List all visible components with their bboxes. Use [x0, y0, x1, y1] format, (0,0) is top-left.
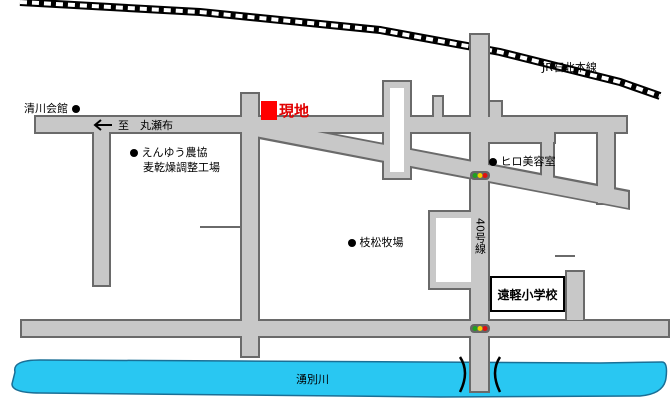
traffic-signal-icon — [470, 171, 490, 180]
landmark-dot-icon — [71, 105, 80, 113]
site-label: 現地 — [279, 102, 310, 120]
river-label: 湧別川 — [296, 373, 329, 386]
school-label: 遠軽小学校 — [490, 276, 565, 312]
landmark-label: 枝松牧場 — [359, 236, 404, 249]
landmark-enyu-farm: えんゆう農協 — [130, 147, 208, 158]
river-yubetsu — [11, 359, 668, 398]
site-marker — [261, 101, 277, 120]
route-label: 40号線 — [473, 218, 487, 254]
landmark-dot-icon — [489, 158, 497, 166]
arrow-left-icon — [93, 119, 112, 131]
landmark-dot-icon — [348, 239, 356, 247]
landmark-edamatsu-ranch: 枝松牧場 — [348, 237, 404, 248]
traffic-signal-icon — [470, 324, 490, 333]
landmark-dot-icon — [130, 149, 138, 157]
railway-jr-sekihoku-line — [19, 0, 662, 100]
roads-outline — [20, 33, 670, 393]
landmark-seisen-hall: 清川会館 — [24, 103, 80, 114]
landmark-label: えんゆう農協 — [141, 146, 208, 159]
landmark-label: ヒロ美容室 — [500, 155, 556, 168]
railway-label: JR石北本線 — [542, 61, 597, 74]
side-streets — [200, 226, 575, 257]
landmark-enyu-farm-line2: 麦乾燥調整工場 — [143, 161, 220, 174]
landmark-hiro-salon: ヒロ美容室 — [489, 156, 556, 167]
landmark-label: 清川会館 — [24, 102, 68, 115]
road-blocks — [390, 88, 471, 282]
direction-label: 至 丸瀬布 — [118, 119, 173, 132]
bridge-icon — [458, 356, 502, 393]
